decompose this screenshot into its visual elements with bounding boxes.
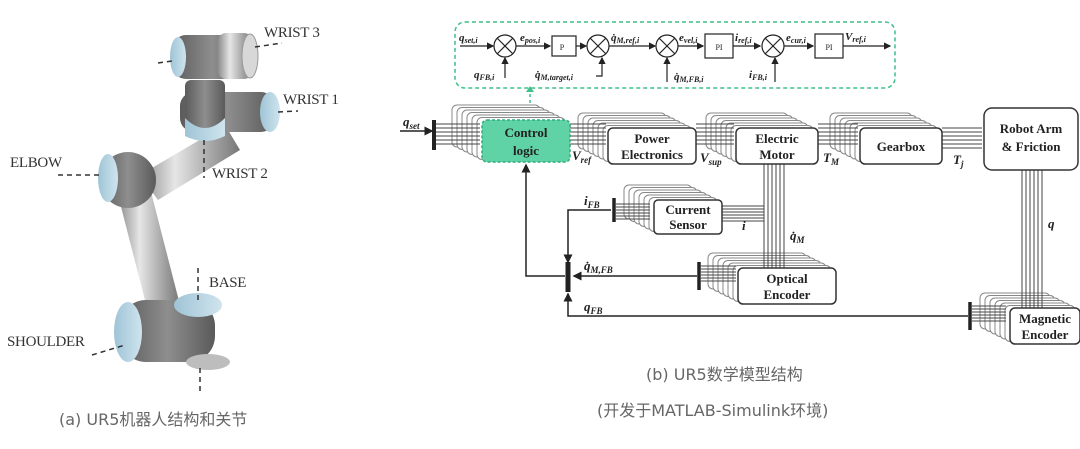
svg-text:Electric: Electric [755,131,799,146]
signal-bundles [436,123,1043,322]
svg-text:Current: Current [665,202,711,217]
caption-a: (a) UR5机器人结构和关节 [59,410,248,429]
block-pi-2-label: PI [825,43,832,52]
wrist-3-joint [170,33,259,79]
caption-b-line2: (开发于MATLAB-Simulink环境) [597,401,829,420]
control-loop-link-arrow [526,86,534,92]
panel-b-model-structure: P PI PI qset,i qFB,i epos,i q̇M,ref,i q̇… [390,0,1080,444]
svg-text:Gearbox: Gearbox [877,139,926,154]
svg-text:Optical: Optical [766,271,808,286]
block-current-sensor[interactable]: Current Sensor [653,199,723,235]
svg-text:Encoder: Encoder [764,287,811,302]
block-power-electronics[interactable]: Power Electronics [607,127,697,165]
sig-q-set-i: qset,i [459,32,478,45]
joint-leader-lines [58,42,299,392]
sig-i-fb-i: iFB,i [749,69,768,82]
wrist-2-joint [185,80,225,141]
svg-text:Control: Control [504,125,547,140]
main-connections [400,120,972,330]
block-pi-1-label: PI [715,43,722,52]
sig-v-sup: Vsup [700,150,722,167]
model-diagram: P PI PI qset,i qFB,i epos,i q̇M,ref,i q̇… [400,21,1080,345]
control-loop-detail: P PI PI qset,i qFB,i epos,i q̇M,ref,i q̇… [454,21,896,112]
panel-a-robot-structure: WRIST 3 WRIST 1 ELBOW WRIST 2 BASE SHOUL… [0,0,360,444]
svg-text:Motor: Motor [759,147,795,162]
sig-e-pos-i: epos,i [520,32,541,45]
svg-text:& Friction: & Friction [1002,139,1062,154]
label-elbow: ELBOW [10,155,63,171]
label-wrist-1: WRIST 1 [283,92,339,108]
svg-text:Magnetic: Magnetic [1019,311,1071,326]
sig-t-m: TM [823,150,840,167]
sig-e-vel-i: evel,i [679,32,698,45]
block-optical-encoder[interactable]: Optical Encoder [737,267,837,305]
shoulder-joint [114,293,230,370]
svg-text:Electronics: Electronics [621,147,683,162]
sig-qdot-target-i: q̇M,target,i [535,69,574,82]
sig-q-fb-i: qFB,i [474,69,495,82]
sig-qdot-fb-i: q̇M,FB,i [674,71,704,84]
sig-i-fb: iFB [584,193,600,210]
lower-arm [118,188,180,312]
block-magnetic-encoder[interactable]: Magnetic Encoder [1009,307,1080,345]
svg-text:Encoder: Encoder [1022,327,1069,342]
upper-arm [140,125,240,200]
sig-t-j: Tj [953,152,964,169]
block-control-logic[interactable]: Control logic [481,119,571,163]
sig-q: q [1048,216,1055,231]
sig-q-fb: qFB [584,299,603,316]
sig-qdot-m-fb: q̇M,FB [584,258,613,275]
sig-v-ref-i: Vref,i [845,31,867,44]
svg-text:Robot Arm: Robot Arm [1000,121,1063,136]
sig-i-ref-i: iref,i [735,32,752,45]
robot-illustration: WRIST 3 WRIST 1 ELBOW WRIST 2 BASE SHOUL… [7,25,339,392]
control-loop-boundary [454,21,896,89]
sig-qdot-ref-i: q̇M,ref,i [611,32,640,45]
elbow-joint [98,152,156,208]
caption-b-line1: (b) UR5数学模型结构 [646,365,803,384]
svg-text:Power: Power [634,131,670,146]
sig-qdot-m: q̇M [790,228,806,245]
label-base: BASE [209,275,246,291]
block-electric-motor[interactable]: Electric Motor [735,127,819,165]
sig-i: i [742,218,746,233]
sig-e-cur-i: ecur,i [786,32,807,45]
block-robot-arm-friction[interactable]: Robot Arm & Friction [983,107,1079,171]
block-p-label: P [560,43,565,52]
svg-text:logic: logic [513,143,539,158]
sig-q-set: qset [403,114,420,131]
label-shoulder: SHOULDER [7,334,85,350]
label-wrist-2: WRIST 2 [212,166,268,182]
label-wrist-3: WRIST 3 [264,25,320,41]
sig-v-ref: Vref [572,148,592,165]
block-gearbox[interactable]: Gearbox [859,127,943,165]
svg-text:Sensor: Sensor [669,217,707,232]
